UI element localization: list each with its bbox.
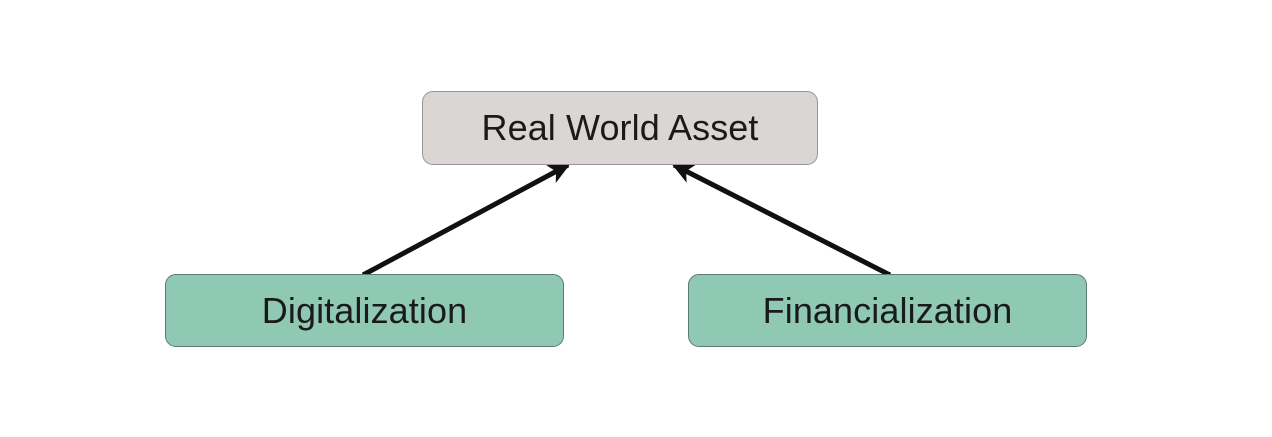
node-financialization[interactable]: Financialization — [688, 274, 1087, 347]
edge-financialization-to-root — [671, 162, 892, 278]
node-real-world-asset-label: Real World Asset — [481, 107, 759, 148]
edge-digitalization-to-root — [361, 162, 571, 278]
node-digitalization-label: Digitalization — [261, 289, 468, 331]
node-financialization-label: Financialization — [762, 289, 1013, 331]
node-digitalization[interactable]: Digitalization — [165, 274, 564, 347]
node-real-world-asset[interactable]: Real World Asset — [422, 91, 818, 165]
